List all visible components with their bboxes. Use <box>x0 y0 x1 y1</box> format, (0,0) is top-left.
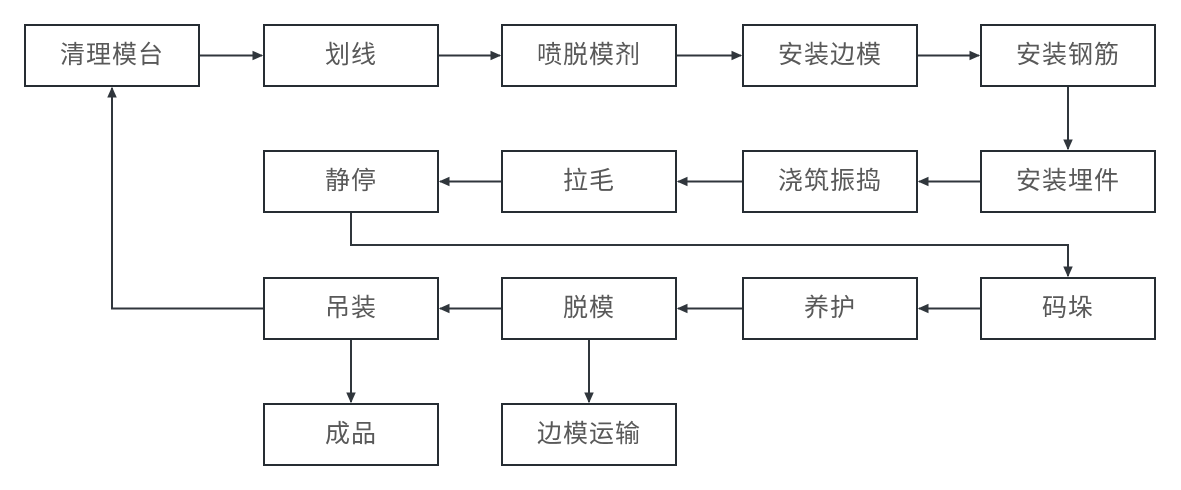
flow-node-label: 边模运输 <box>536 420 641 448</box>
flow-node-label: 划线 <box>324 41 377 69</box>
flow-arrow-diaozhuang-to-qingli_motai <box>107 86 263 310</box>
flow-node-maduo: 码垛 <box>980 277 1156 340</box>
flow-node-anzhuang_maijian: 安装埋件 <box>980 150 1156 213</box>
flow-node-jingting: 静停 <box>263 150 439 213</box>
flow-node-anzhuang_bianmo: 安装边模 <box>742 24 918 87</box>
flow-node-bianmo_yunshu: 边模运输 <box>501 403 677 466</box>
flow-node-label: 吊装 <box>324 294 377 322</box>
flow-node-tuomo: 脱模 <box>501 277 677 340</box>
flow-node-yanghu: 养护 <box>742 277 918 340</box>
flow-node-label: 码垛 <box>1041 294 1094 322</box>
flow-node-label: 安装钢筋 <box>1015 41 1120 69</box>
flow-arrow-jingting-to-maduo <box>350 213 1073 278</box>
flow-node-label: 安装埋件 <box>1015 167 1120 195</box>
flow-node-huaxian: 划线 <box>263 24 439 87</box>
flow-node-label: 清理模台 <box>59 41 164 69</box>
flow-node-label: 喷脱模剂 <box>536 41 641 69</box>
flow-node-jiaozhu_zhendao: 浇筑振捣 <box>742 150 918 213</box>
flow-node-label: 拉毛 <box>562 167 615 195</box>
flow-node-anzhuang_gangjin: 安装钢筋 <box>980 24 1156 87</box>
flow-node-label: 静停 <box>324 167 377 195</box>
flow-node-chengpin: 成品 <box>263 403 439 466</box>
flow-node-pen_tuomoji: 喷脱模剂 <box>501 24 677 87</box>
flow-node-label: 脱模 <box>562 294 615 322</box>
flow-node-label: 成品 <box>324 420 377 448</box>
flow-node-label: 安装边模 <box>777 41 882 69</box>
flow-node-label: 养护 <box>803 294 856 322</box>
flow-node-qingli_motai: 清理模台 <box>24 24 200 87</box>
flow-node-lamao: 拉毛 <box>501 150 677 213</box>
flow-node-diaozhuang: 吊装 <box>263 277 439 340</box>
flow-node-label: 浇筑振捣 <box>777 167 882 195</box>
